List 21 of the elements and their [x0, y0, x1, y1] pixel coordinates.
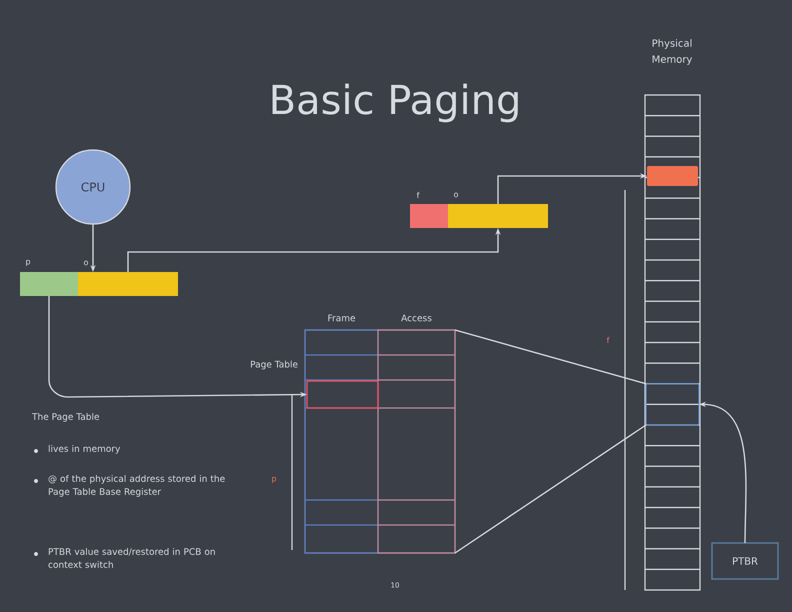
field-label: f [416, 192, 420, 198]
heading: The Page Table [32, 412, 100, 422]
dimension-label: p [272, 476, 276, 484]
field-label: o [454, 192, 458, 198]
field-label: p [26, 260, 30, 266]
field-label: o [84, 260, 88, 266]
connector-line [454, 329, 646, 384]
register-box: PTBR [711, 542, 779, 580]
bullet-text: PTBR value saved/restored in PCB on context switch [48, 548, 215, 568]
memory-heading: Physical Memory [652, 39, 692, 65]
memory-frame [647, 166, 698, 186]
bullet-text: lives in memory [48, 444, 120, 454]
page-table-region [645, 383, 700, 426]
column-heading: Frame [328, 314, 356, 322]
table-label: Page Table [250, 360, 298, 370]
connector-line [454, 424, 646, 554]
column-heading: Access [401, 314, 432, 322]
bullet-text: @ of the physical address stored in the Page Table Base Register [48, 474, 225, 497]
title: Basic Paging [272, 84, 518, 122]
dimension-label: f [606, 336, 610, 344]
table-entry [306, 380, 379, 409]
